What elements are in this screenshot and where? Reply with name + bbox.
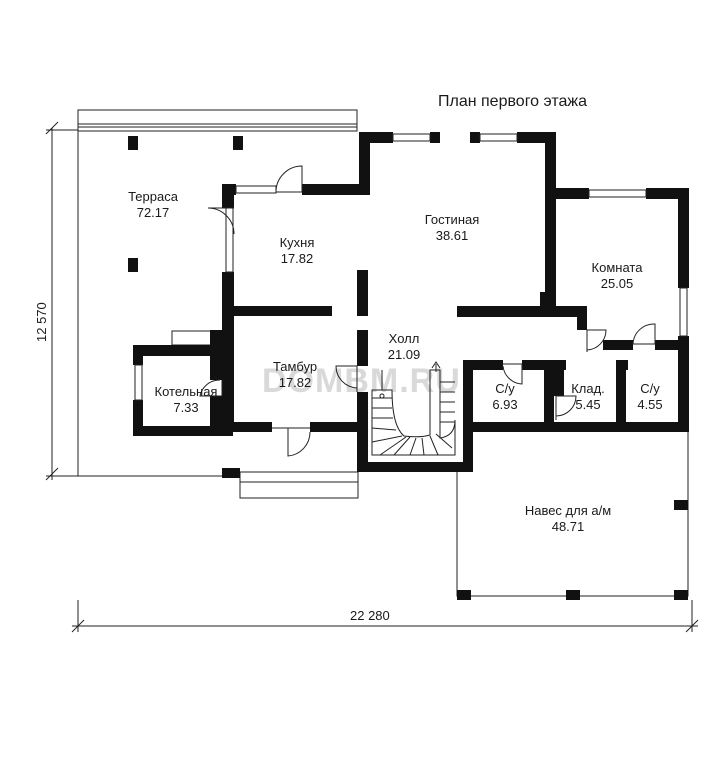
- room-area-wc-1: 6.93: [492, 397, 517, 412]
- room-name-wc-1: С/у: [495, 381, 515, 396]
- room-area-room: 25.05: [601, 276, 634, 291]
- carport-column: [674, 500, 688, 510]
- porch-steps: [171, 330, 359, 499]
- carport-column: [674, 590, 688, 600]
- room-name-boiler: Котельная: [155, 384, 218, 399]
- staircase: [371, 361, 456, 456]
- dimension-horizontal: 22 280: [71, 600, 699, 633]
- terrace-column: [233, 136, 243, 150]
- room-area-pantry: 5.45: [575, 397, 600, 412]
- room-area-carport: 48.71: [552, 519, 585, 534]
- room-area-terrace: 72.17: [137, 205, 170, 220]
- window: [134, 364, 143, 401]
- room-name-hall: Холл: [389, 331, 420, 346]
- room-area-kitchen: 17.82: [281, 251, 314, 266]
- carport-column: [566, 590, 580, 600]
- room-labels: Терраса 72.17 Кухня 17.82 Гостиная 38.61…: [128, 189, 663, 534]
- room-area-vestibule: 17.82: [279, 375, 312, 390]
- room-name-pantry: Клад.: [571, 381, 605, 396]
- plan-title: План первого этажа: [438, 93, 587, 110]
- terrace-outline: [77, 109, 358, 477]
- window: [392, 133, 431, 142]
- room-name-terrace: Терраса: [128, 189, 179, 204]
- room-name-living: Гостиная: [425, 212, 480, 227]
- dimension-width-label: 22 280: [350, 608, 390, 623]
- window: [235, 185, 277, 194]
- room-name-carport: Навес для а/м: [525, 503, 611, 518]
- window: [679, 287, 688, 337]
- carport-column: [457, 590, 471, 600]
- walls: [133, 132, 689, 472]
- room-area-hall: 21.09: [388, 347, 421, 362]
- room-name-vestibule: Тамбур: [273, 359, 317, 374]
- room-area-living: 38.61: [436, 228, 469, 243]
- room-name-room: Комната: [592, 260, 644, 275]
- window: [225, 207, 234, 273]
- dimension-height-label: 12 570: [34, 302, 49, 342]
- terrace-column: [128, 136, 138, 150]
- room-name-kitchen: Кухня: [280, 235, 315, 250]
- terrace-column: [128, 258, 138, 272]
- dimension-vertical: 12 570: [34, 121, 78, 481]
- room-area-boiler: 7.33: [173, 400, 198, 415]
- window: [479, 133, 518, 142]
- room-area-wc-2: 4.55: [637, 397, 662, 412]
- window: [588, 189, 647, 198]
- doors: [199, 165, 656, 457]
- carport-outline: [456, 430, 689, 600]
- room-name-wc-2: С/у: [640, 381, 660, 396]
